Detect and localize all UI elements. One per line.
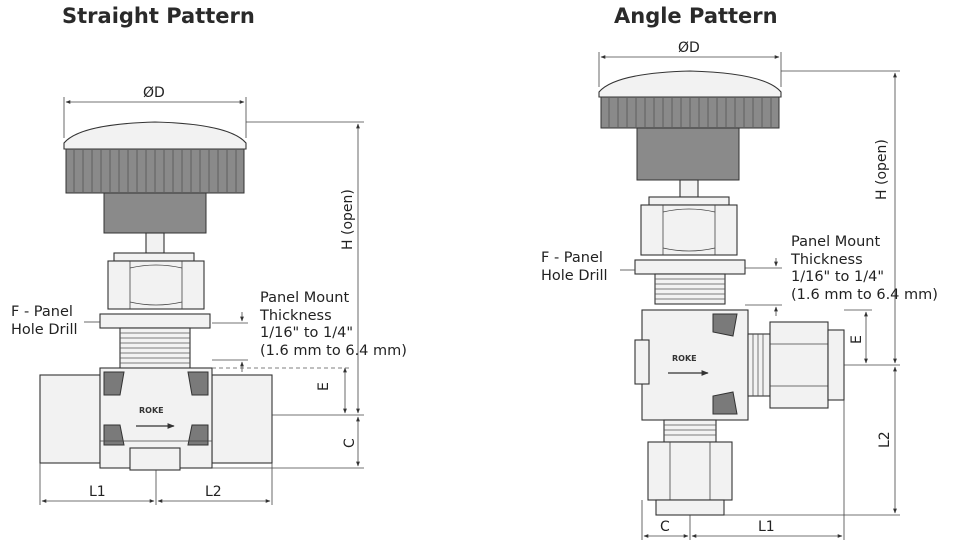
angle-e-label: E	[849, 335, 865, 344]
angle-l1-label: L1	[758, 519, 775, 535]
straight-bonnet-nut	[107, 252, 205, 310]
straight-panel-mount-label-1: Panel Mount	[260, 290, 349, 306]
angle-panel-mount-label-1: Panel Mount	[791, 234, 880, 250]
straight-panel-drill-label-1: F - Panel	[11, 304, 73, 320]
straight-panel-nut	[99, 313, 211, 329]
angle-pattern-title: Angle Pattern	[614, 4, 778, 28]
angle-pattern-drawing: Angle Pattern	[541, 4, 938, 540]
angle-l2-label: L2	[877, 431, 893, 448]
angle-c-label: C	[660, 519, 670, 535]
angle-handle-knob	[598, 70, 782, 181]
straight-panel-mount-label-4: (1.6 mm to 6.4 mm)	[260, 343, 407, 359]
straight-pattern-drawing: Straight Pattern	[11, 4, 407, 505]
angle-height-label: H (open)	[874, 139, 890, 200]
straight-e-label: E	[316, 382, 332, 391]
straight-diameter-label: ØD	[143, 85, 165, 101]
straight-handle-knob	[63, 121, 247, 234]
angle-stem	[679, 179, 699, 198]
straight-panel-mount-label-3: 1/16" to 1/4"	[260, 325, 353, 341]
straight-c-label: C	[342, 438, 358, 448]
angle-panel-drill-label-1: F - Panel	[541, 250, 603, 266]
straight-pattern-title: Straight Pattern	[62, 4, 255, 28]
angle-panel-mount-label-4: (1.6 mm to 6.4 mm)	[791, 287, 938, 303]
angle-bottom-fitting	[647, 419, 733, 516]
straight-brand-mark: ROKE	[139, 406, 164, 415]
straight-stem	[145, 232, 165, 254]
straight-valve-body: ROKE	[39, 367, 273, 471]
straight-threads	[119, 327, 191, 371]
angle-brand-mark: ROKE	[672, 354, 697, 363]
straight-height-label: H (open)	[340, 189, 356, 250]
straight-l1-label: L1	[89, 484, 106, 500]
angle-bonnet-nut	[640, 196, 738, 256]
angle-panel-drill-label-2: Hole Drill	[541, 268, 608, 284]
angle-panel-mount-label-2: Thickness	[790, 252, 863, 268]
straight-panel-mount-label-2: Thickness	[259, 308, 332, 324]
angle-threads	[654, 273, 726, 305]
angle-valve-body: ROKE	[634, 309, 749, 421]
straight-l2-label: L2	[205, 484, 222, 500]
angle-panel-nut	[634, 259, 746, 275]
straight-panel-drill-label-2: Hole Drill	[11, 322, 78, 338]
angle-side-fitting	[747, 321, 845, 409]
angle-diameter-label: ØD	[678, 40, 700, 56]
angle-panel-mount-label-3: 1/16" to 1/4"	[791, 269, 884, 285]
